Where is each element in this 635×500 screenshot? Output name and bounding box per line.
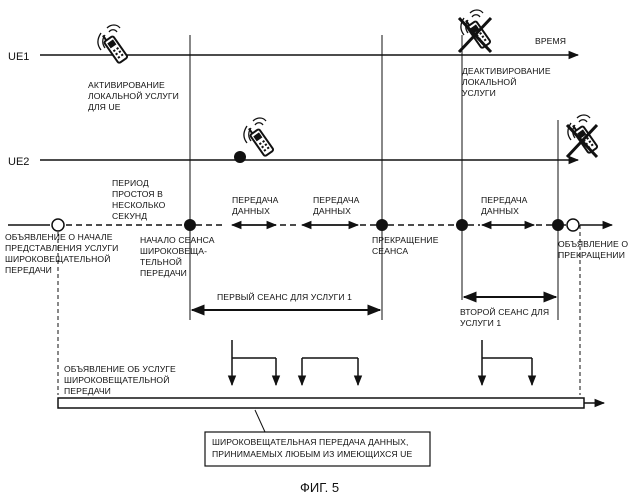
ue2-activation-dot <box>234 151 246 163</box>
session-end-point <box>376 219 388 231</box>
data-tx-2-label: ПЕРЕДАЧА ДАННЫХ <box>313 195 360 216</box>
svg-text:ДАННЫХ: ДАННЫХ <box>481 206 519 216</box>
svg-text:ОБЪЯВЛЕНИЕ О НАЧАЛЕ: ОБЪЯВЛЕНИЕ О НАЧАЛЕ <box>5 232 113 242</box>
session-start-point <box>184 219 196 231</box>
broadcast-channel-band <box>58 398 584 408</box>
start-announcement-label: ОБЪЯВЛЕНИЕ О НАЧАЛЕ ПРЕДСТАВЛЕНИЯ УСЛУГИ… <box>5 232 118 275</box>
svg-text:ДАННЫХ: ДАННЫХ <box>313 206 351 216</box>
svg-text:ШИРОКОВЕЩАТЕЛЬНОЙ: ШИРОКОВЕЩАТЕЛЬНОЙ <box>5 253 110 264</box>
svg-text:ДАННЫХ: ДАННЫХ <box>232 206 270 216</box>
svg-text:ПЕРЕДАЧА: ПЕРЕДАЧА <box>232 195 279 205</box>
svg-text:ПРЕДСТАВЛЕНИЯ УСЛУГИ: ПРЕДСТАВЛЕНИЯ УСЛУГИ <box>5 243 118 253</box>
svg-text:АКТИВИРОВАНИЕ: АКТИВИРОВАНИЕ <box>88 80 165 90</box>
callout-leader <box>255 410 265 432</box>
svg-text:ПРИНИМАЕМЫХ ЛЮБЫМ ИЗ ИМЕЮЩИХСЯ: ПРИНИМАЕМЫХ ЛЮБЫМ ИЗ ИМЕЮЩИХСЯ UE <box>212 449 412 459</box>
svg-text:ШИРОКОВЕЩАТЕЛЬНОЙ: ШИРОКОВЕЩАТЕЛЬНОЙ <box>64 374 169 385</box>
session-start-label: НАЧАЛО СЕАНСА ШИРОКОВЕЩА- ТЕЛЬНОЙ ПЕРЕДА… <box>140 235 215 278</box>
service-announcement-label: ОБЪЯВЛЕНИЕ ОБ УСЛУГЕ ШИРОКОВЕЩАТЕЛЬНОЙ П… <box>64 364 176 396</box>
first-session-label: ПЕРВЫЙ СЕАНС ДЛЯ УСЛУГИ 1 <box>217 291 352 302</box>
svg-text:ПРЕКРАЩЕНИИ: ПРЕКРАЩЕНИИ <box>558 250 625 260</box>
data-pulses <box>232 340 532 385</box>
svg-text:ПРЕКРАЩЕНИЕ: ПРЕКРАЩЕНИЕ <box>372 235 439 245</box>
session-end-label: ПРЕКРАЩЕНИЕ СЕАНСА <box>372 235 439 256</box>
data-tx-1-label: ПЕРЕДАЧА ДАННЫХ <box>232 195 279 216</box>
start-announcement-point <box>52 219 64 231</box>
svg-text:ТЕЛЬНОЙ: ТЕЛЬНОЙ <box>140 256 182 267</box>
svg-text:СЕАНСА: СЕАНСА <box>372 246 408 256</box>
svg-text:ПЕРЕДАЧИ: ПЕРЕДАЧИ <box>5 265 52 275</box>
svg-text:ДЛЯ UE: ДЛЯ UE <box>88 102 121 112</box>
time-label: ВРЕМЯ <box>535 36 566 46</box>
svg-text:ПЕРЕДАЧИ: ПЕРЕДАЧИ <box>140 268 187 278</box>
second-session-start-point <box>456 219 468 231</box>
end-announcement-label: ОБЪЯВЛЕНИЕ О ПРЕКРАЩЕНИИ <box>558 239 628 260</box>
figure-caption: ФИГ. 5 <box>300 480 339 495</box>
svg-text:ДЕАКТИВИРОВАНИЕ: ДЕАКТИВИРОВАНИЕ <box>462 66 551 76</box>
second-session-end-point <box>552 219 564 231</box>
svg-text:ПРОСТОЯ В: ПРОСТОЯ В <box>112 189 163 199</box>
svg-text:ПЕРЕДАЧА: ПЕРЕДАЧА <box>313 195 360 205</box>
svg-text:ОБЪЯВЛЕНИЕ О: ОБЪЯВЛЕНИЕ О <box>558 239 628 249</box>
svg-text:ПЕРИОД: ПЕРИОД <box>112 178 149 188</box>
data-tx-3-label: ПЕРЕДАЧА ДАННЫХ <box>481 195 528 216</box>
svg-text:ЛОКАЛЬНОЙ УСЛУГИ: ЛОКАЛЬНОЙ УСЛУГИ <box>88 90 179 101</box>
ue2-label: UE2 <box>8 156 29 168</box>
deactivation-label: ДЕАКТИВИРОВАНИЕ ЛОКАЛЬНОЙ УСЛУГИ <box>462 66 551 98</box>
svg-text:НАЧАЛО СЕАНСА: НАЧАЛО СЕАНСА <box>140 235 215 245</box>
svg-text:НЕСКОЛЬКО: НЕСКОЛЬКО <box>112 200 166 210</box>
svg-text:ЛОКАЛЬНОЙ: ЛОКАЛЬНОЙ <box>462 76 517 87</box>
idle-period-label: ПЕРИОД ПРОСТОЯ В НЕСКОЛЬКО СЕКУНД <box>112 178 166 221</box>
phone-icon <box>244 118 274 156</box>
end-announcement-point <box>567 219 579 231</box>
svg-text:ПЕРЕДАЧА: ПЕРЕДАЧА <box>481 195 528 205</box>
second-session-label: ВТОРОЙ СЕАНС ДЛЯ УСЛУГИ 1 <box>460 306 549 328</box>
svg-text:ОБЪЯВЛЕНИЕ ОБ УСЛУГЕ: ОБЪЯВЛЕНИЕ ОБ УСЛУГЕ <box>64 364 176 374</box>
svg-text:ШИРОКОВЕЩАТЕЛЬНАЯ ПЕРЕДАЧА ДАН: ШИРОКОВЕЩАТЕЛЬНАЯ ПЕРЕДАЧА ДАННЫХ, <box>212 437 408 447</box>
svg-text:ПЕРЕДАЧИ: ПЕРЕДАЧИ <box>64 386 111 396</box>
ue1-label: UE1 <box>8 51 29 63</box>
phone-icon <box>98 25 128 63</box>
activation-label: АКТИВИРОВАНИЕ ЛОКАЛЬНОЙ УСЛУГИ ДЛЯ UE <box>88 80 179 112</box>
svg-text:ВТОРОЙ СЕАНС ДЛЯ: ВТОРОЙ СЕАНС ДЛЯ <box>460 306 549 317</box>
svg-text:СЕКУНД: СЕКУНД <box>112 211 147 221</box>
svg-text:ШИРОКОВЕЩА-: ШИРОКОВЕЩА- <box>140 246 207 256</box>
phone-deactivated-icon <box>459 10 491 52</box>
phone-deactivated-icon <box>567 115 598 157</box>
svg-text:УСЛУГИ 1: УСЛУГИ 1 <box>460 318 501 328</box>
svg-text:УСЛУГИ: УСЛУГИ <box>462 88 496 98</box>
